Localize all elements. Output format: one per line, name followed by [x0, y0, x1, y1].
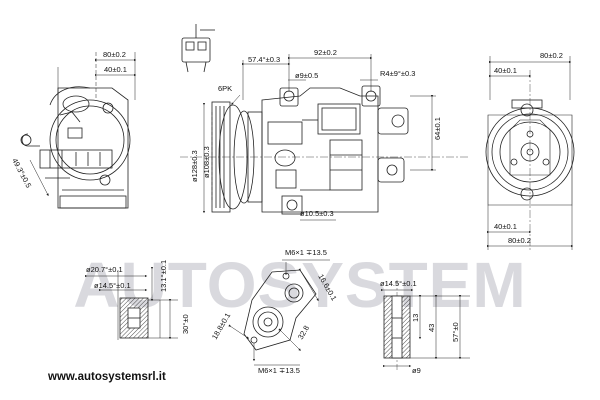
dim-fit3-d9: ø9	[412, 366, 421, 375]
left-side-view	[20, 52, 137, 209]
dim-pulley-6pk: 6PK	[218, 84, 232, 93]
dim-right-80: 80±0.2	[540, 51, 563, 60]
dim-fit3-13: 13	[411, 314, 420, 322]
fitting-detail-3	[380, 280, 470, 372]
footer-website-url: www.autosystemsrl.it	[48, 371, 166, 383]
dim-pulley-108: ø108±0.3	[202, 146, 211, 178]
dim-fit3-43: 43	[427, 324, 436, 332]
dim-bottom-10: ø10.5±0.3	[300, 209, 334, 218]
dim-fit2-m6bot: M6×1 ∓13.5	[258, 366, 300, 375]
dim-fit3-57: 57°±0	[451, 322, 460, 342]
right-front-view	[485, 56, 575, 250]
fitting-detail-1	[84, 266, 178, 340]
dim-top-9: ø9±0.5	[295, 71, 318, 80]
dim-top-r4: R4±9°±0.3	[380, 69, 415, 78]
dim-left-40: 40±0.1	[104, 65, 127, 74]
dim-pulley-128: ø128±0.3	[190, 150, 199, 182]
fitting-detail-2	[228, 259, 330, 366]
dim-top-92: 92±0.2	[314, 48, 337, 57]
center-main-view	[180, 24, 470, 221]
dim-right-40: 40±0.1	[494, 66, 517, 75]
dim-fit2-m6top: M6×1 ∓13.5	[285, 248, 327, 257]
dim-right-40b: 40±0.1	[494, 222, 517, 231]
dim-top-57: 57.4°±0.3	[248, 55, 280, 64]
dim-left-angle: 49.3°±0.5	[10, 157, 33, 190]
dim-fit1-d14: ø14.5°±0.1	[94, 281, 131, 290]
dim-fit3-d14: ø14.5°±0.1	[380, 279, 417, 288]
dim-fit1-13: 13.1°±0.1	[159, 260, 168, 292]
dim-fit1-30: 30°±0	[181, 314, 190, 334]
dim-body-64: 64±0.1	[433, 117, 442, 140]
dim-fit2-32: 32.8	[296, 324, 311, 341]
dim-fit1-d20: ø20.7°±0.1	[86, 265, 123, 274]
dim-right-80b: 80±0.2	[508, 236, 531, 245]
dim-left-80: 80±0.2	[103, 50, 126, 59]
